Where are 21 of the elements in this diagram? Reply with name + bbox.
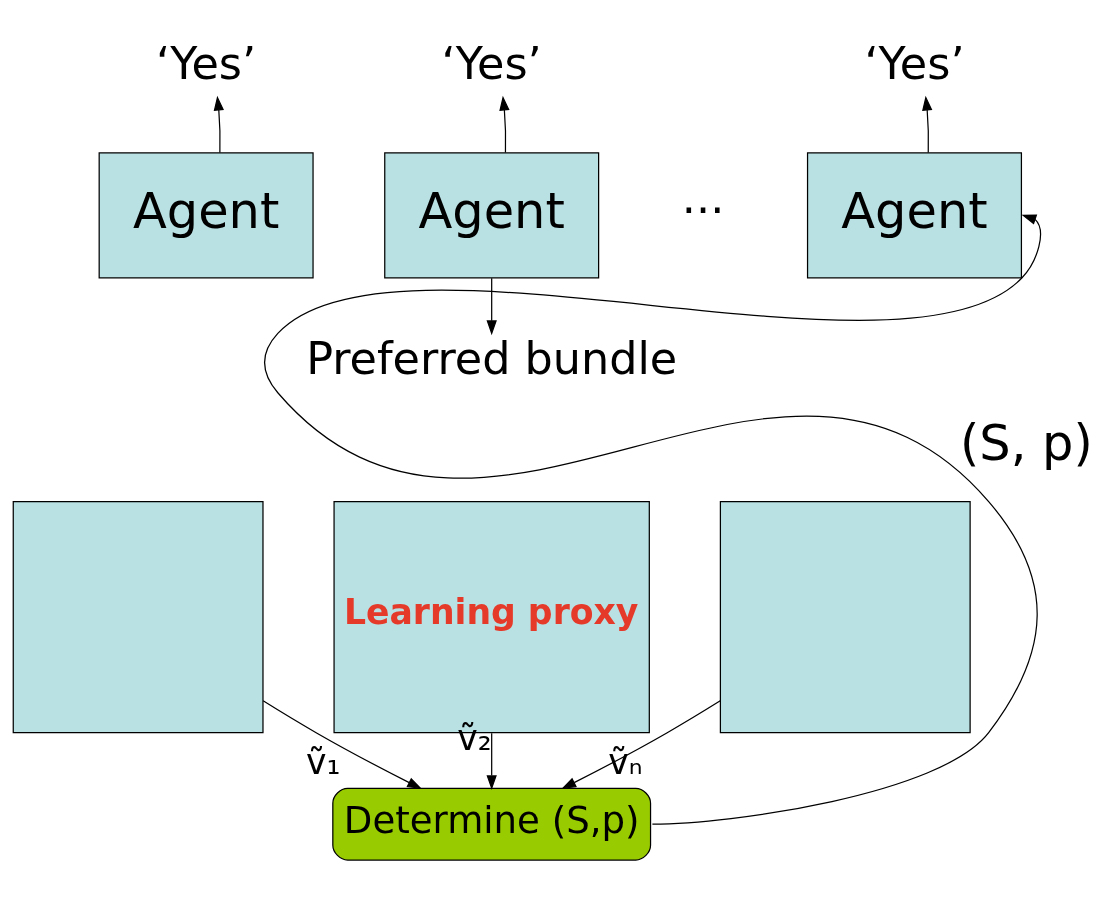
arrow — [499, 95, 510, 153]
arrow — [213, 95, 224, 153]
node-box: Determine (S,p) — [332, 787, 652, 861]
node-box: Agent — [806, 151, 1023, 278]
arrow — [486, 277, 497, 335]
node-text: ‘Yes’ — [156, 36, 257, 88]
edge-label: ṽ₁ — [306, 741, 341, 782]
arrow — [561, 699, 721, 789]
node-text: ‘Yes’ — [441, 36, 542, 88]
node-text: ‘Yes’ — [864, 36, 965, 88]
label: ··· — [681, 184, 725, 236]
node-text: Preferred bundle — [306, 332, 678, 384]
arrow — [262, 699, 423, 789]
node-box: Agent — [384, 151, 600, 278]
node-box — [12, 500, 264, 733]
arrow — [922, 95, 933, 153]
node-box — [719, 500, 971, 733]
arrow — [264, 214, 1042, 825]
edge-label: (S, p) — [959, 413, 1093, 472]
arrow — [486, 732, 497, 790]
node-box: Agent — [98, 151, 314, 278]
